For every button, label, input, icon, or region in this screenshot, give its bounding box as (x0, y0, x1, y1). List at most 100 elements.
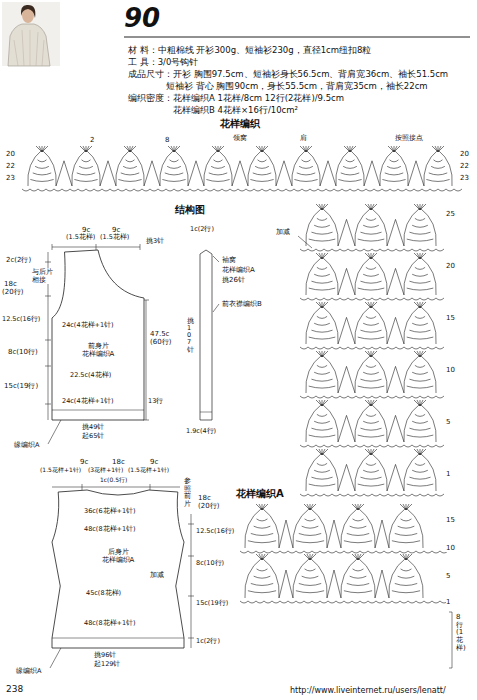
dimension-label: 9c (150, 458, 158, 466)
pineapple-row (254, 576, 271, 578)
fan-stitch (350, 146, 356, 152)
pineapple-row (392, 541, 420, 543)
pineapple-row (309, 484, 336, 486)
dimension-label: 8c(10行) (8, 348, 38, 356)
dimension-label: 起65针 (82, 433, 104, 440)
chain-loop (424, 551, 432, 553)
chain-loop (340, 347, 348, 349)
chain-loop (420, 249, 428, 251)
chain-mesh (338, 219, 355, 246)
dimension-label: 8c(10行) (196, 560, 224, 567)
pineapple-row (317, 365, 327, 367)
piece-outline (52, 250, 144, 420)
pineapple-row (214, 160, 223, 162)
chain-loop (240, 551, 248, 553)
chain-loop (206, 189, 214, 191)
photo-ground (2, 2, 60, 66)
chain-loop (422, 189, 430, 191)
chain-loop (328, 551, 336, 553)
chain-loop (214, 189, 222, 191)
spec-line: 成品尺寸：开衫 胸围97.5cm、短袖衫身长56.5cm、背肩宽36cm、袖长5… (128, 70, 448, 80)
chain-loop (198, 189, 206, 191)
fan-stitch (394, 146, 397, 152)
pineapple-row (395, 583, 417, 585)
chain-loop (430, 189, 438, 191)
chain-loop (158, 189, 166, 191)
fan-stitch (256, 146, 262, 152)
piece-name: 前身片 (88, 342, 109, 350)
pineapple-row (74, 179, 97, 181)
fan-stitch (300, 146, 306, 152)
chain-loop (382, 189, 390, 191)
pineapple-outline (341, 558, 375, 598)
fan-stitch (420, 351, 426, 357)
pineapple-row (360, 232, 381, 234)
dimension-label: 1c(0.5行) (100, 477, 127, 484)
dimension-label: 15c(19行) (196, 600, 228, 607)
chain-loop (238, 189, 246, 191)
dimension-label: 按照接点 (395, 134, 423, 142)
chain-loop (404, 347, 412, 349)
chain-loop (400, 551, 408, 553)
fan-stitch (420, 400, 423, 406)
section-heading: 结构图 (175, 204, 205, 216)
pineapple-row (350, 526, 367, 528)
piece-shape (52, 250, 144, 420)
chain-loop (308, 494, 316, 496)
fan-stitch (262, 554, 265, 560)
pineapple-row (434, 160, 443, 162)
chain-loop (300, 249, 308, 251)
dimension-label: 13行 (148, 398, 163, 405)
chain-loop (264, 601, 272, 603)
fan-stitch (316, 449, 322, 455)
chain-mesh (375, 570, 389, 598)
pineapple-row (395, 533, 417, 535)
fan-stitch (414, 400, 420, 406)
chain-loop (278, 189, 286, 191)
chain-loop (182, 189, 190, 191)
pineapple-row (366, 267, 376, 269)
fan-stitch (316, 351, 322, 357)
chain-loop (280, 551, 288, 553)
pineapple-row (407, 239, 434, 241)
pineapple-row (162, 179, 185, 181)
pineapple-row (358, 484, 385, 486)
pineapple-row (363, 274, 379, 276)
chain-loop (308, 347, 316, 349)
fan-stitch (307, 504, 310, 510)
pineapple-row (363, 372, 379, 374)
fan-stitch (303, 146, 306, 152)
hem-line (52, 410, 144, 411)
chain-loop (374, 189, 382, 191)
chain-loop (380, 249, 388, 251)
chain-mesh (387, 268, 404, 295)
pineapple-row (299, 583, 321, 585)
pineapple-outline (306, 208, 338, 246)
fan-stitch (316, 400, 322, 406)
fan-stitch (400, 504, 406, 510)
chain-loop (404, 298, 412, 300)
chain-loop (364, 445, 372, 447)
fan-stitch (306, 146, 309, 152)
pineapple-row (392, 591, 420, 593)
dimension-label: 5 (446, 572, 450, 580)
chart-band (300, 351, 444, 398)
dimension-label: (3花样+1针) (88, 467, 123, 474)
chain-loop (388, 396, 396, 398)
fan-stitch (319, 253, 322, 259)
chain-loop (454, 189, 462, 191)
fan-stitch (310, 554, 316, 560)
pineapple-row (309, 337, 336, 339)
dimension-label: 挑49针 (82, 424, 104, 431)
pineapple-row (344, 591, 372, 593)
pineapple-outline (245, 508, 279, 548)
chain-loop (316, 445, 324, 447)
fan-stitch (358, 554, 361, 560)
dimension-label: 1 (446, 470, 450, 478)
chain-mesh (188, 161, 204, 186)
fan-stitch (352, 554, 358, 560)
chain-loop (396, 298, 404, 300)
chain-loop (332, 445, 340, 447)
pineapple-outline (293, 508, 327, 548)
chain-loop (326, 189, 334, 191)
